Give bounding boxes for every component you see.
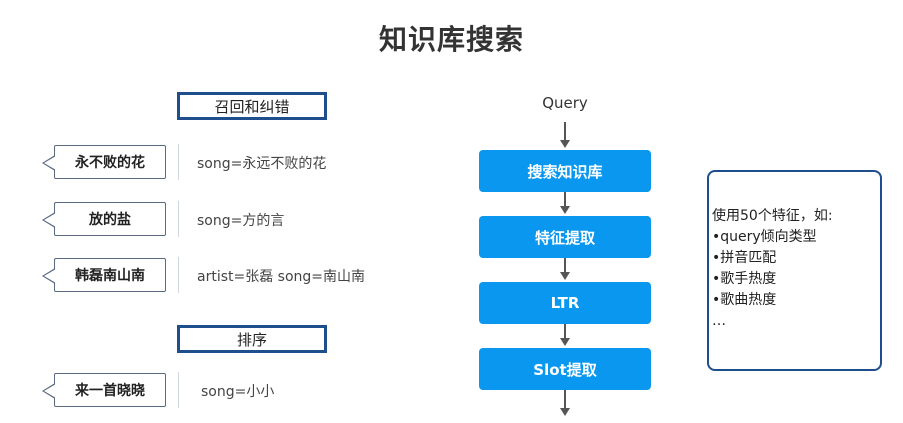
arrow-down-icon xyxy=(558,258,572,280)
result-1: song=永远不败的花 xyxy=(197,156,327,172)
divider-3 xyxy=(178,257,179,293)
diagram-title: 知识库搜索 xyxy=(378,23,524,56)
recall-section-label: 召回和纠错 xyxy=(177,92,327,120)
arrow-down-icon xyxy=(558,192,572,214)
divider-2 xyxy=(178,201,179,237)
flow-step-slot-extraction: Slot提取 xyxy=(479,348,651,390)
flow-step-search-kb: 搜索知识库 xyxy=(479,150,651,192)
callout-query-1: 永不败的花 xyxy=(42,145,166,179)
arrow-down-icon xyxy=(558,324,572,346)
callout-query-3: 韩磊南山南 xyxy=(42,258,166,292)
features-intro: 使用50个特征，如: xyxy=(712,208,833,224)
feature-item: query倾向类型 xyxy=(712,227,880,248)
feature-item: 歌手热度 xyxy=(712,269,880,290)
callout-query-2: 放的盐 xyxy=(42,202,166,236)
flow-start-query: Query xyxy=(542,94,588,112)
result-4: song=小小 xyxy=(201,384,275,400)
result-2: song=方的言 xyxy=(197,213,285,229)
flow-step-ltr: LTR xyxy=(479,282,651,324)
features-ellipsis: … xyxy=(712,313,726,329)
feature-item: 拼音匹配 xyxy=(712,248,880,269)
features-box: 使用50个特征，如: query倾向类型 拼音匹配 歌手热度 歌曲热度 … xyxy=(707,170,882,371)
callout-query-4: 来一首晓晓 xyxy=(42,373,166,407)
feature-item: 歌曲热度 xyxy=(712,290,880,311)
divider-4 xyxy=(178,372,179,408)
rank-section-label: 排序 xyxy=(177,325,327,353)
arrow-down-icon xyxy=(558,122,572,148)
arrow-down-icon xyxy=(558,390,572,416)
flow-step-feature-extraction: 特征提取 xyxy=(479,216,651,258)
divider-1 xyxy=(178,144,179,180)
result-3: artist=张磊 song=南山南 xyxy=(197,269,366,285)
